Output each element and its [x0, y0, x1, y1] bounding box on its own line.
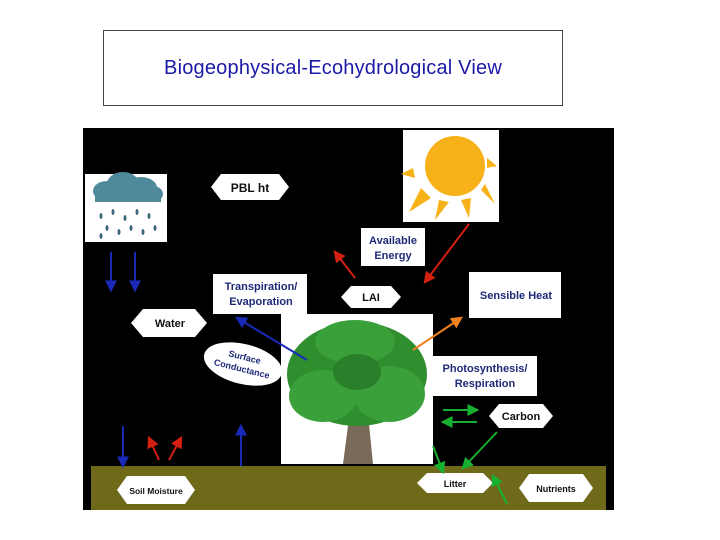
soil-moisture-text: Soil Moisture [129, 486, 183, 496]
litter-label: Litter [417, 473, 493, 493]
lai-text: LAI [362, 292, 380, 304]
carbon-label: Carbon [489, 404, 553, 428]
sensible-heat-label: Sensible Heat [469, 272, 561, 318]
litter-text: Litter [444, 479, 467, 489]
carbon-text: Carbon [502, 411, 541, 423]
photosynthesis-label: Photosynthesis/ Respiration [433, 356, 537, 396]
pbl-ht-label: PBL ht [211, 174, 289, 200]
water-text: Water [155, 318, 186, 330]
nutrients-up-arrow [491, 473, 508, 505]
available-energy-arrow [333, 250, 356, 279]
available-energy-text-1: Available [369, 235, 417, 247]
page-title: Biogeophysical-Ecohydrological View [164, 56, 502, 79]
soil-red-left-arrow [147, 435, 160, 461]
litter-arrow [432, 445, 446, 475]
surface-conductance-label: Surface Conductance [203, 342, 283, 386]
ecohydrology-diagram: PBL ht Available Energy Transpiration/ E… [83, 128, 614, 510]
sensible-heat-text: Sensible Heat [480, 290, 552, 302]
soil-red-right-arrow [168, 435, 183, 461]
lai-label: LAI [341, 286, 401, 308]
transpiration-text-1: Transpiration/ [225, 281, 298, 293]
transpiration-label: Transpiration/ Evaporation [213, 274, 307, 314]
photosynthesis-text-1: Photosynthesis/ [443, 363, 528, 375]
title-box: Biogeophysical-Ecohydrological View [103, 30, 563, 106]
available-energy-label: Available Energy [361, 228, 425, 266]
nutrients-label: Nutrients [519, 474, 593, 502]
available-energy-text-2: Energy [374, 250, 412, 262]
sun-to-lai-arrow [423, 223, 470, 284]
nutrients-text: Nutrients [536, 484, 576, 494]
tree-icon [281, 314, 433, 464]
transpiration-arrow [234, 316, 308, 361]
sensible-heat-arrow [412, 316, 463, 351]
soil-moisture-label: Soil Moisture [117, 476, 195, 504]
transpiration-text-2: Evaporation [229, 296, 293, 308]
pbl-ht-text: PBL ht [231, 181, 269, 195]
photosynthesis-text-2: Respiration [455, 378, 516, 390]
sun-icon [401, 130, 499, 222]
water-label: Water [131, 309, 207, 337]
carbon-down-arrow [461, 431, 498, 470]
rain-cloud-icon [85, 172, 167, 242]
